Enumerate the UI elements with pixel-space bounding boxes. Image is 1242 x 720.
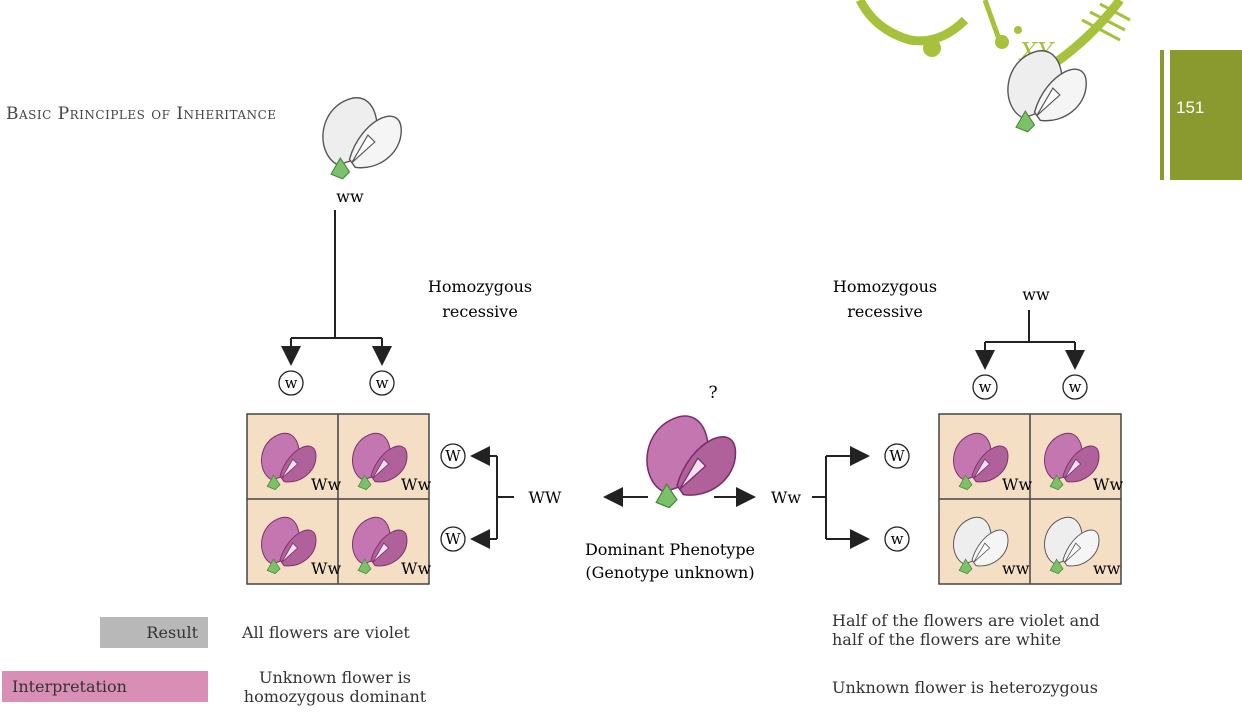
question-mark: ? (708, 383, 717, 403)
page-number: 151 (1176, 98, 1205, 117)
right-result-text: Half of the flowers are violet and half … (832, 611, 1100, 649)
left-gamete-side-2-label: W (445, 530, 461, 548)
right-gamete-top-1-label: w (979, 378, 992, 396)
left-parent-genotype: ww (336, 187, 364, 206)
left-parent-flower (322, 97, 402, 180)
right-gamete-side-2-label: w (891, 530, 904, 548)
center-label-1: Dominant Phenotype (585, 540, 755, 559)
right-branch-arrows (975, 310, 1085, 370)
right-gamete-top-1 (972, 374, 998, 400)
right-gamete-top-2 (1062, 374, 1088, 400)
left-branch-arrows (281, 210, 392, 366)
right-parent-flower (1007, 50, 1087, 133)
left-gamete-top-2-label: w (376, 374, 389, 392)
left-interpretation-line-2: homozygous dominant (243, 687, 427, 706)
right-result-line-1: Half of the flowers are violet and (832, 611, 1100, 630)
left-gamete-top-1 (278, 370, 304, 396)
interpretation-badge: Interpretation (2, 671, 208, 702)
right-cell-1-genotype: Ww (1002, 475, 1032, 494)
right-parent-label-2: recessive (847, 302, 923, 321)
center-left-genotype: WW (529, 488, 562, 507)
left-interpretation-text: Unknown flower is homozygous dominant (230, 668, 440, 706)
left-result-text: All flowers are violet (242, 623, 410, 642)
right-interpretation-text: Unknown flower is heterozygous (832, 678, 1098, 697)
running-header: Basic Principles of Inheritance (6, 104, 277, 124)
page-number-box (1160, 50, 1242, 180)
right-cell-2-genotype: Ww (1093, 475, 1123, 494)
left-gamete-side-1 (440, 443, 466, 469)
result-badge: Result (100, 617, 208, 648)
right-gamete-side-1 (884, 443, 910, 469)
left-gamete-side-1-label: W (445, 447, 461, 465)
right-cell-3-genotype: ww (1002, 559, 1030, 578)
left-cell-2-genotype: Ww (401, 475, 431, 494)
left-parent-label-1: Homozygous (428, 277, 532, 296)
left-gamete-side-2 (440, 526, 466, 552)
right-punnett-square (938, 413, 1122, 585)
left-gamete-top-1-label: w (285, 374, 298, 392)
left-cell-1-genotype: Ww (311, 475, 341, 494)
left-cell-3-genotype: Ww (311, 559, 341, 578)
left-cell-4-genotype: Ww (401, 559, 431, 578)
left-punnett-square (246, 413, 430, 585)
right-gamete-side-2 (884, 526, 910, 552)
center-unknown-flower (646, 415, 737, 509)
right-cell-4-genotype: ww (1093, 559, 1121, 578)
right-gamete-top-2-label: w (1069, 378, 1082, 396)
right-parent-genotype: ww (1022, 285, 1050, 304)
right-result-line-2: half of the flowers are white (832, 630, 1062, 649)
right-parent-label-1: Homozygous (833, 277, 937, 296)
left-parent-label-2: recessive (442, 302, 518, 321)
center-label-2: (Genotype unknown) (585, 563, 754, 582)
left-interpretation-line-1: Unknown flower is (258, 668, 412, 687)
right-gamete-side-1-label: W (889, 447, 905, 465)
right-side-arrows (812, 446, 870, 549)
left-side-arrows (470, 446, 514, 549)
center-right-genotype: Ww (771, 488, 801, 507)
left-gamete-top-2 (369, 370, 395, 396)
